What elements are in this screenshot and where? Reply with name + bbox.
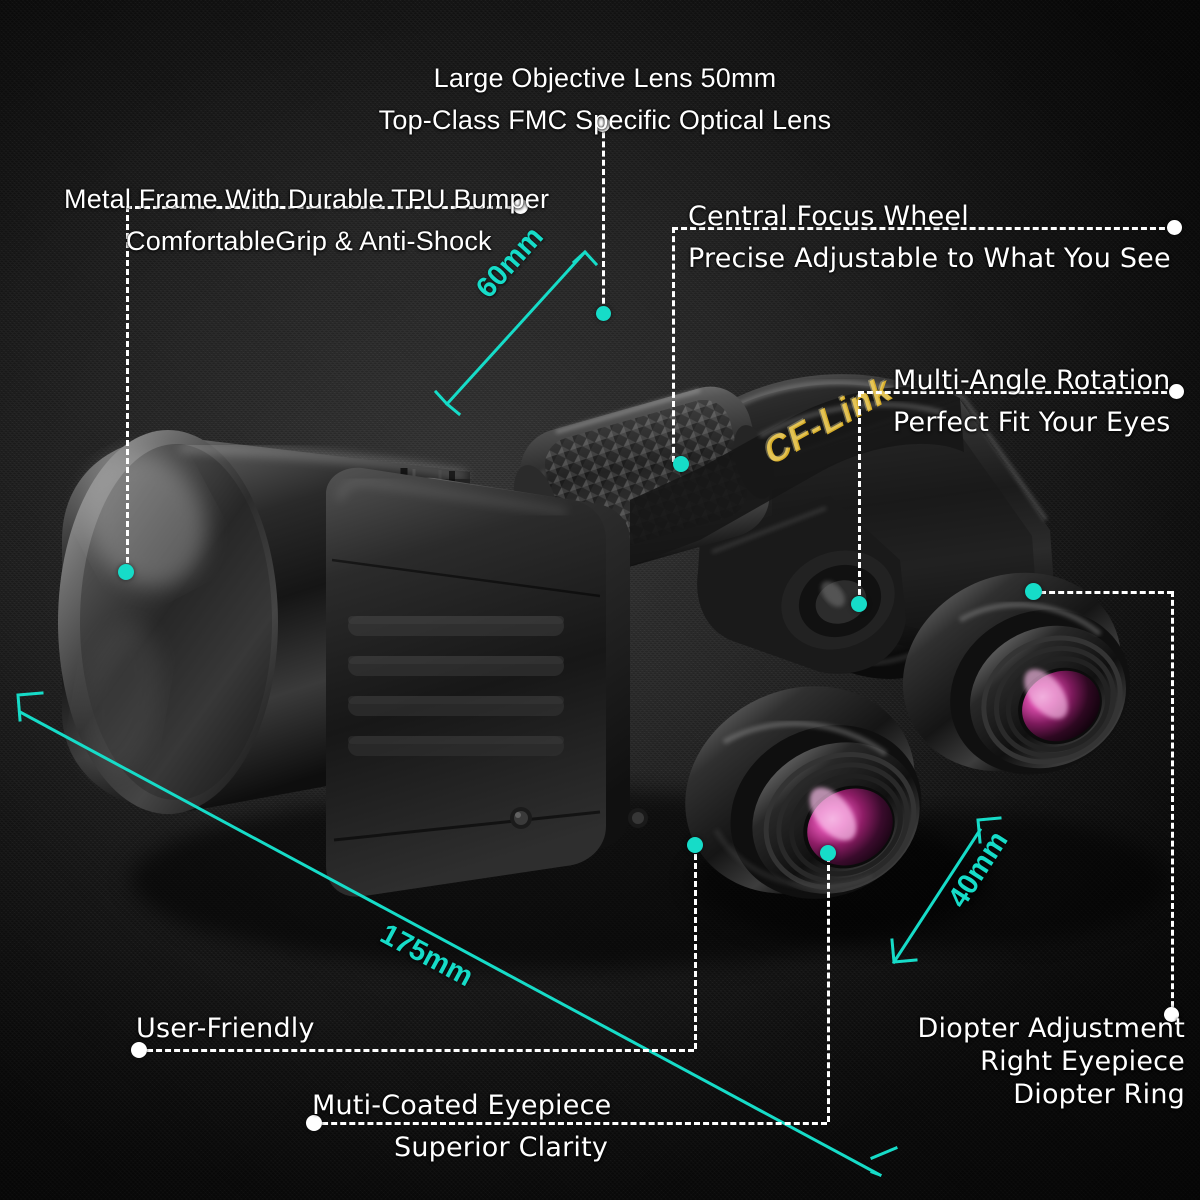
connector-endpoint-user-friendly	[131, 1042, 147, 1058]
callout-central-focus-wheel: Central Focus Wheel Precise Adjustable t…	[688, 196, 1171, 280]
anchor-dot-focus-wheel	[673, 456, 689, 472]
dimension-line-175mm	[16, 691, 898, 1178]
anchor-dot-eyepiece	[820, 845, 836, 861]
hinge-and-bridge	[697, 496, 906, 674]
callout-user-friendly: User-Friendly	[136, 1012, 315, 1046]
callout-diopter-line-2: Right Eyepiece	[980, 1046, 1185, 1077]
callout-eyepiece-line-2: Superior Clarity	[394, 1132, 609, 1163]
connector-multi-angle-vertical	[858, 391, 861, 595]
logo-plate	[630, 387, 964, 566]
connector-eyepiece-vertical	[827, 856, 830, 1122]
connector-user-friendly-vertical	[694, 845, 697, 1049]
callout-objective-lens: Large Objective Lens 50mm Top-Class FMC …	[360, 57, 850, 141]
connector-diopter-horizontal	[1040, 591, 1173, 594]
anchor-dot-diopter	[1025, 583, 1042, 600]
callout-eyepiece-line-1: Muti-Coated Eyepiece	[312, 1090, 612, 1121]
connector-objective-lens	[602, 123, 605, 313]
callout-diopter-line-3: Diopter Ring	[1013, 1079, 1185, 1110]
anchor-dot-objective-lens	[596, 306, 611, 321]
connector-multi-angle-horizontal	[858, 391, 1176, 394]
callout-focus-wheel-line-2: Precise Adjustable to What You See	[688, 243, 1171, 274]
connector-metal-frame-vertical	[126, 206, 129, 572]
callout-muti-coated-eyepiece: Muti-Coated Eyepiece Superior Clarity	[312, 1085, 611, 1169]
callout-multi-angle-line-1: Multi-Angle Rotation	[893, 365, 1171, 396]
connector-focus-wheel-vertical	[672, 227, 675, 462]
callout-diopter-line-1: Diopter Adjustment	[917, 1013, 1185, 1044]
callout-multi-angle-rotation: Multi-Angle Rotation Perfect Fit Your Ey…	[893, 360, 1171, 444]
callout-metal-frame-line-2: ComfortableGrip & Anti-Shock	[126, 226, 492, 256]
callout-focus-wheel-line-1: Central Focus Wheel	[688, 201, 969, 232]
connector-endpoint-eyepiece	[306, 1115, 322, 1131]
callout-diopter-adjustment: Diopter Adjustment Right Eyepiece Diopte…	[780, 1012, 1185, 1111]
anchor-dot-user-friendly	[687, 837, 703, 853]
callout-objective-lens-line-2: Top-Class FMC Specific Optical Lens	[378, 105, 832, 135]
connector-focus-wheel-horizontal	[672, 227, 1174, 230]
connector-metal-frame-horizontal	[126, 206, 520, 209]
callout-objective-lens-line-1: Large Objective Lens 50mm	[433, 63, 777, 93]
connector-diopter-vertical	[1171, 591, 1174, 1016]
dimension-line-60mm	[433, 249, 599, 417]
callout-user-friendly-line-1: User-Friendly	[136, 1013, 315, 1044]
right-eyepiece	[902, 572, 1130, 775]
anchor-dot-multi-angle	[851, 596, 867, 612]
connector-endpoint-focus-wheel	[1167, 220, 1182, 235]
connector-endpoint-metal-frame	[513, 199, 528, 214]
callout-metal-frame: Metal Frame With Durable TPU Bumper Comf…	[64, 178, 549, 262]
connector-endpoint-diopter	[1164, 1007, 1179, 1022]
connector-user-friendly-horizontal	[138, 1049, 694, 1052]
anchor-dot-metal-frame	[118, 564, 134, 580]
connector-eyepiece-horizontal	[313, 1122, 827, 1125]
left-prism-body-grip	[326, 467, 648, 897]
connector-endpoint-objective-lens	[595, 117, 610, 132]
left-eyepiece	[685, 686, 922, 899]
connector-endpoint-multi-angle	[1169, 384, 1184, 399]
callout-metal-frame-line-1: Metal Frame With Durable TPU Bumper	[64, 184, 550, 214]
callout-multi-angle-line-2: Perfect Fit Your Eyes	[893, 407, 1171, 438]
dimension-line-40mm	[890, 816, 1002, 965]
